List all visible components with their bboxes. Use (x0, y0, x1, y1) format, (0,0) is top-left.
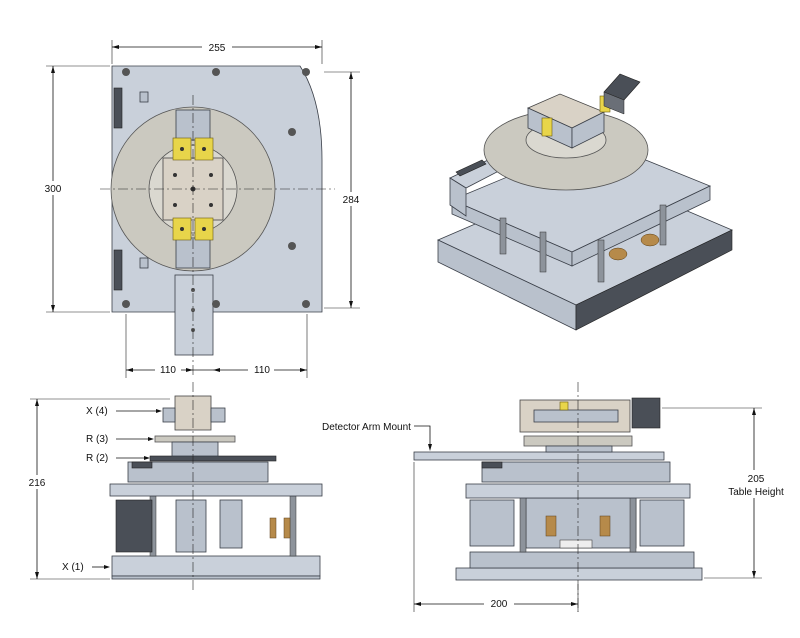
right-view (413, 382, 703, 612)
front-view (109, 382, 323, 592)
dim-offset-left: 110 (160, 365, 176, 376)
label-r3: R (3) (86, 434, 108, 445)
dim-offset-right: 110 (254, 365, 270, 376)
dim-right-height: 205 (748, 474, 765, 485)
dim-front-height: 216 (29, 478, 46, 489)
front-view-annotations: X (4) R (3) R (2) X (1) 216 (26, 398, 170, 580)
label-x1: X (1) (62, 562, 84, 573)
top-view-dimensions: 255 300 284 110 110 (42, 40, 362, 378)
label-detector-arm-mount: Detector Arm Mount (322, 422, 411, 433)
dim-top-height-left: 300 (45, 184, 62, 195)
right-view-annotations: Detector Arm Mount 205 Table Height 200 (322, 407, 798, 612)
top-view (100, 65, 335, 375)
dim-right-height-caption: Table Height (728, 487, 784, 498)
isometric-view (437, 73, 733, 331)
dim-bottom-width: 200 (491, 599, 508, 610)
label-x4: X (4) (86, 406, 108, 417)
dim-top-height-right: 284 (343, 195, 360, 206)
dim-top-width: 255 (209, 43, 226, 54)
label-r2: R (2) (86, 453, 108, 464)
